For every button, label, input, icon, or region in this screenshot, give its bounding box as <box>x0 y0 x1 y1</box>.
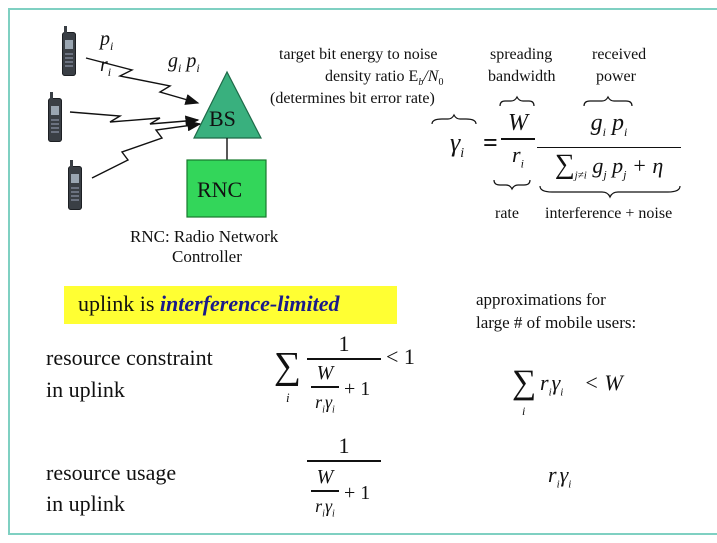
approx-sum-index: i <box>522 404 526 418</box>
network-links <box>69 57 267 218</box>
bs-label: BS <box>209 106 236 131</box>
constraint-sum: ∑ <box>274 345 302 387</box>
rnc-box <box>186 159 267 218</box>
constraint-sum-index: i <box>286 390 290 405</box>
usage-approx-r-gamma: riγi <box>548 462 572 491</box>
radio-link-1 <box>85 57 200 105</box>
rnc-caption-line1: RNC: Radio Network <box>130 227 279 246</box>
usage-fraction: 1 <box>306 432 382 462</box>
usage-inner-fraction: W riγi <box>310 464 340 528</box>
approx-note-line1: approximations for <box>476 290 606 309</box>
formula-bandwidth-fraction: W ri <box>500 108 536 178</box>
radio-link-2 <box>69 111 200 127</box>
rate-label-r: ri <box>100 54 112 79</box>
rnc-label: RNC <box>197 177 243 202</box>
usage-label-line2: in uplink <box>46 491 125 516</box>
approx-sum: ∑ <box>512 364 537 401</box>
constraint-inner-fraction: W riγi <box>310 360 340 424</box>
approx-r-gamma: riγi <box>540 370 564 399</box>
constraint-fraction: 1 <box>306 330 382 360</box>
mobile-phone-icon <box>62 26 76 76</box>
uplink-banner: uplink is interference-limited <box>78 291 340 316</box>
usage-label-line1: resource usage <box>46 460 177 485</box>
annotation-interference: interference + noise <box>545 205 673 222</box>
annotation-rate: rate <box>495 205 519 222</box>
annotation-spreading-line2: bandwidth <box>488 68 556 85</box>
formula-power-fraction: gi pi ∑j≠i gj pj + η <box>536 108 682 193</box>
radio-link-3 <box>91 120 202 179</box>
annotation-target-line1: target bit energy to noise <box>279 46 438 63</box>
mobile-phone-icon <box>48 92 62 142</box>
approx-less-than-W: < W <box>584 370 623 395</box>
received-power-label: gi pi <box>168 50 200 75</box>
annotation-spreading-line1: spreading <box>490 46 553 63</box>
rnc-caption-line2: Controller <box>172 247 242 266</box>
approx-note-line2: large # of mobile users: <box>476 313 637 332</box>
uplink-banner-highlight <box>64 286 397 324</box>
slide-frame-bottom <box>8 533 717 535</box>
formula-gamma: γi <box>450 128 465 162</box>
constraint-less-than-one: < 1 <box>386 344 415 369</box>
formula-braces <box>431 95 681 199</box>
constraint-label-line2: in uplink <box>46 377 125 402</box>
annotation-received-line1: received <box>592 46 647 63</box>
annotation-received-line2: power <box>596 68 636 85</box>
usage-plus-one: + 1 <box>344 482 371 504</box>
formula-equals: = <box>483 128 498 157</box>
constraint-plus-one: + 1 <box>344 378 371 400</box>
slide-frame-left <box>8 8 10 535</box>
mobile-phone-icon <box>68 160 82 210</box>
annotation-target-line2: density ratio Eb/N0 <box>325 68 444 89</box>
annotation-target-line3: (determines bit error rate) <box>270 90 435 107</box>
constraint-label-line1: resource constraint <box>46 345 213 370</box>
power-label-p: pi <box>100 28 114 53</box>
slide-frame-top <box>8 8 717 10</box>
